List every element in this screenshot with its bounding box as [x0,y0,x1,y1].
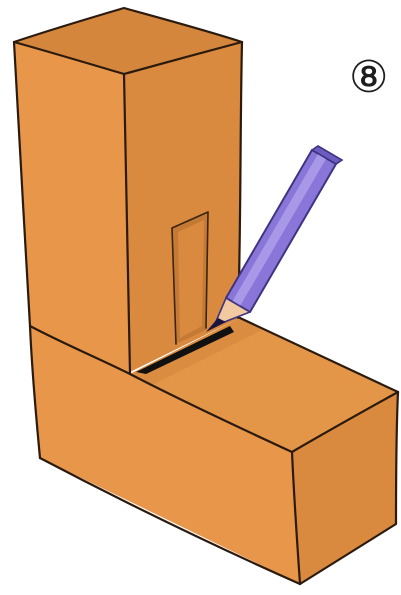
base-piece [30,318,398,584]
upright-piece [14,8,242,374]
mortise-notch-inner [178,220,204,338]
step-number-label: ⑧ [349,52,401,104]
upright-front-face [14,42,130,374]
pencil-body-highlight [232,154,326,306]
